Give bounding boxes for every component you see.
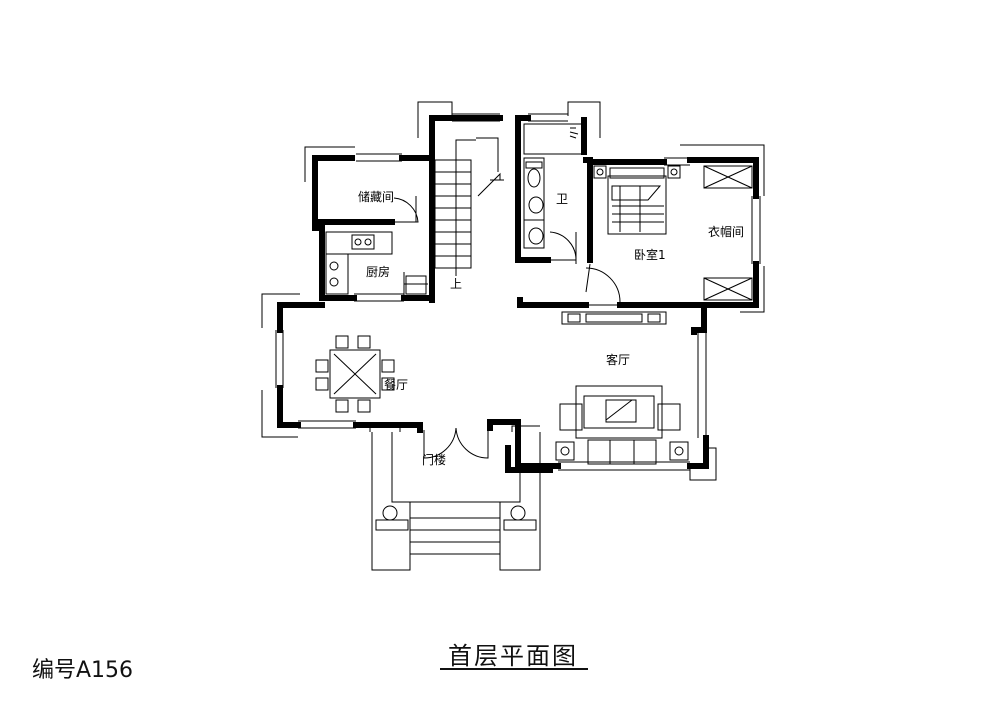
label-bedroom: 卧室1 [634,247,666,262]
title-underline [440,668,588,670]
label-dining: 餐厅 [384,377,408,392]
bedroom-furniture [593,165,753,301]
label-stair-up: 上 [450,277,462,291]
room-labels: 储藏间 卫 卧室1 衣帽间 厨房 上 客厅 餐厅 门楼 [358,189,744,467]
label-storage: 储藏间 [358,189,394,204]
window-frames [261,101,765,481]
walls [277,115,759,473]
label-closet: 衣帽间 [708,224,744,239]
plan-title: 首层平面图 [448,642,578,670]
kitchen-fixtures [325,231,427,295]
living-furniture [555,311,689,465]
staircase [434,137,504,276]
label-kitchen: 厨房 [366,264,390,279]
dining-furniture [315,335,395,413]
windows [275,113,761,471]
plan-code: 编号A156 [32,658,134,683]
label-bath: 卫 [556,192,568,206]
bathroom-fixtures [523,123,583,249]
porch [369,425,541,571]
label-living: 客厅 [606,352,630,367]
label-porch: 门楼 [422,452,446,467]
doors [392,196,621,459]
